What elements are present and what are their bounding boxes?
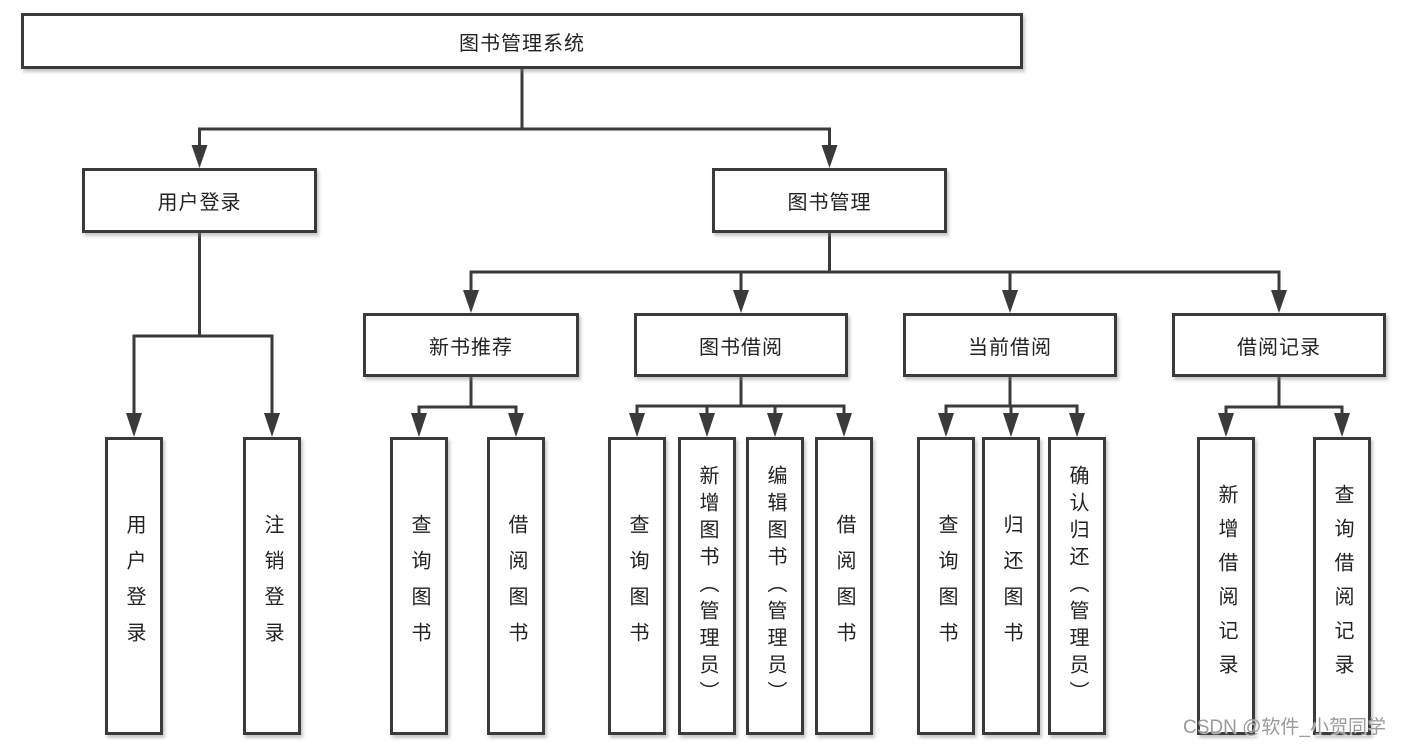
leaf-query-books-current: 查询图书	[917, 437, 975, 735]
leaf-confirm-return-admin: 确认归还（管理员）	[1048, 437, 1106, 735]
leaf-logout: 注销登录	[243, 437, 301, 735]
connector-root	[191, 69, 838, 168]
connector-user-login	[126, 233, 280, 437]
watermark: CSDN @软件_小贺同学	[1183, 717, 1386, 738]
leaf-borrow-books-recommend: 借阅图书	[487, 437, 545, 735]
node-user-login: 用户登录	[82, 168, 317, 233]
connector-new-book-recommendation	[411, 377, 524, 437]
leaf-return-books: 归还图书	[982, 437, 1040, 735]
leaf-query-borrow-record: 查询借阅记录	[1313, 437, 1371, 735]
node-root-system: 图书管理系统	[21, 13, 1023, 69]
leaf-add-borrow-record: 新增借阅记录	[1197, 437, 1255, 735]
connector-book-management	[463, 233, 1287, 313]
node-borrowing-records: 借阅记录	[1172, 313, 1386, 377]
node-current-borrowing: 当前借阅	[903, 313, 1117, 377]
node-book-management: 图书管理	[712, 168, 947, 233]
leaf-query-books-recommend: 查询图书	[390, 437, 448, 735]
node-new-book-recommendation: 新书推荐	[363, 313, 579, 377]
leaf-add-books-admin: 新增图书（管理员）	[678, 437, 736, 735]
leaf-edit-books-admin: 编辑图书（管理员）	[746, 437, 804, 735]
leaf-user-login: 用户登录	[105, 437, 163, 735]
node-book-borrowing: 图书借阅	[634, 313, 848, 377]
connector-current-borrowing	[938, 377, 1085, 437]
connector-borrowing-records	[1218, 377, 1350, 437]
leaf-query-books-borrowing: 查询图书	[608, 437, 666, 735]
leaf-borrow-books-borrowing: 借阅图书	[815, 437, 873, 735]
connector-book-borrowing	[629, 377, 852, 437]
